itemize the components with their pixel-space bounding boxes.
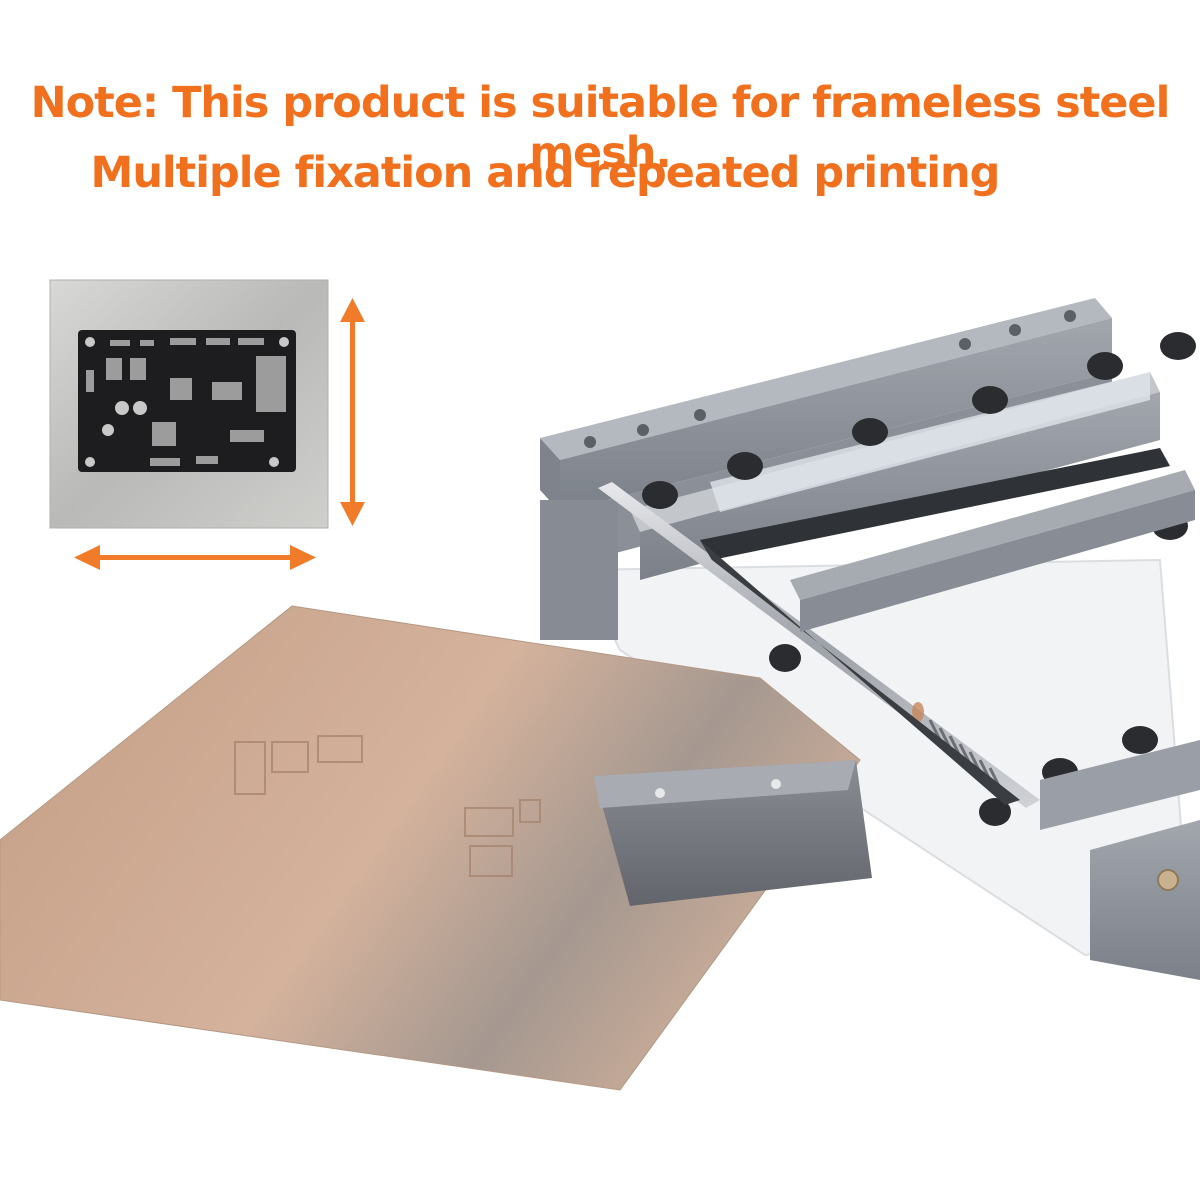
horizontal-double-arrow-icon (74, 545, 316, 570)
headline-line-2: Multiple fixation and repeated printing (90, 148, 1001, 198)
squeegee (594, 760, 872, 906)
printing-fixture (540, 298, 1200, 980)
vertical-double-arrow-icon (340, 298, 365, 526)
steel-mesh-sample (49, 279, 329, 529)
frameless-steel-stencil (0, 605, 861, 1091)
headline-line-1: Note: This product is suitable for frame… (30, 78, 1171, 178)
